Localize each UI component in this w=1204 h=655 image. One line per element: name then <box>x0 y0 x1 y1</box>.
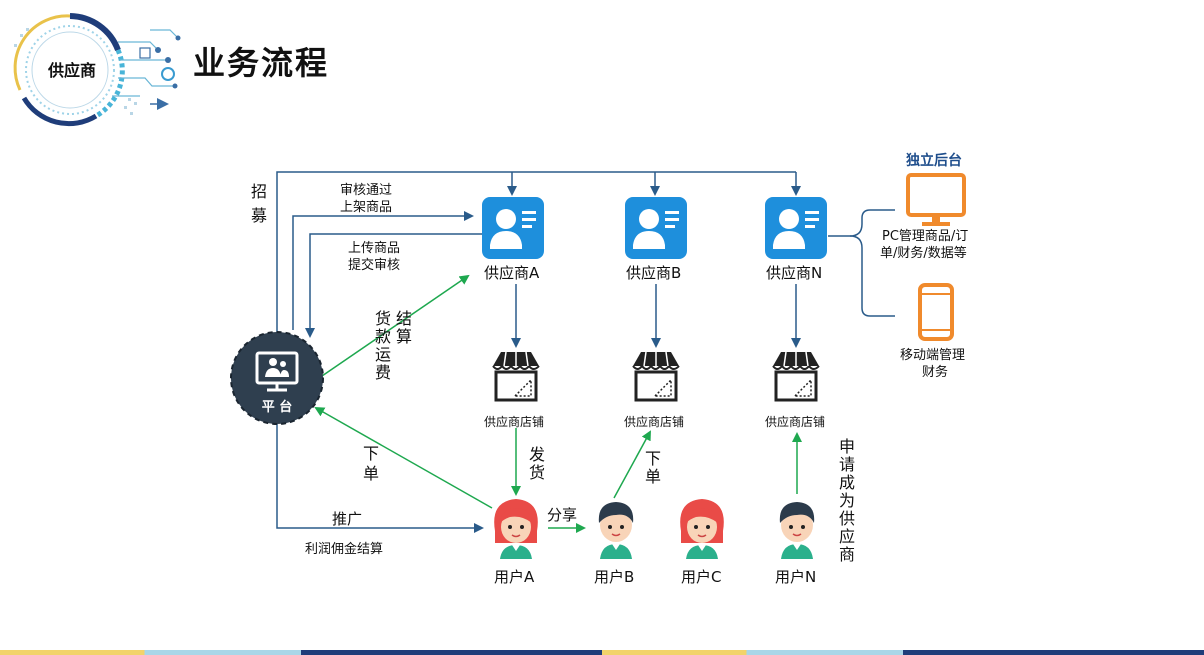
user-a-label: 用户A <box>494 568 535 586</box>
upload-label-line1: 上传商品 <box>348 241 401 256</box>
header-badge-label: 供应商 <box>47 61 96 80</box>
monitor-user-icon <box>255 351 299 392</box>
promote-label: 推广 <box>332 510 363 528</box>
upload-connector <box>305 233 482 338</box>
supplier-store-connectors <box>511 284 801 348</box>
review-label-line2: 上架商品 <box>340 200 393 215</box>
mobile-phone-icon <box>918 283 954 341</box>
order-arrow <box>314 407 493 509</box>
user-b-order-label: 下单 <box>644 449 661 486</box>
pc-monitor-icon <box>906 173 966 226</box>
bottom-decor-bar <box>0 650 1204 655</box>
user-c-label: 用户C <box>681 568 722 586</box>
share-label: 分享 <box>547 506 578 524</box>
commission-label: 利润佣金结算 <box>305 542 384 557</box>
supplier-a-label: 供应商A <box>484 264 540 282</box>
ship-label: 发货 <box>528 445 545 482</box>
supplier-a-icon <box>482 197 544 259</box>
store-n-icon <box>771 350 821 402</box>
recruit-connector <box>276 171 801 338</box>
settlement-arrow <box>321 274 470 377</box>
mobile-desc-line2: 财务 <box>922 365 949 380</box>
order-left-label: 下单 <box>362 444 379 483</box>
review-label-line1: 审核通过 <box>340 183 393 198</box>
store-a-icon <box>491 350 541 402</box>
promote-connector <box>276 424 484 533</box>
backend-title: 独立后台 <box>906 153 962 169</box>
platform-label: 平 台 <box>261 400 293 415</box>
upload-label-line2: 提交审核 <box>348 258 401 273</box>
user-b-avatar <box>598 501 634 560</box>
user-b-label: 用户B <box>594 568 635 586</box>
header-badge-graphic <box>13 13 181 127</box>
user-c-avatar <box>679 498 725 560</box>
supplier-b-icon <box>625 197 687 259</box>
user-n-label: 用户N <box>775 568 817 586</box>
store-n-label: 供应商店铺 <box>765 415 826 429</box>
pc-desc-line2: 单/财务/数据等 <box>880 246 967 261</box>
user-a-avatar <box>493 498 539 560</box>
backend-bracket <box>828 209 895 317</box>
pc-desc-line1: PC管理商品/订 <box>882 229 969 244</box>
supplier-n-icon <box>765 197 827 259</box>
settle-label-col1: 货款运费 <box>374 309 391 382</box>
platform-node <box>230 331 324 425</box>
recruit-label: 招募 <box>250 182 267 225</box>
supplier-b-label: 供应商B <box>626 264 682 282</box>
mobile-desc-line1: 移动端管理 <box>900 348 966 363</box>
store-b-label: 供应商店铺 <box>624 415 685 429</box>
user-n-avatar <box>779 501 815 560</box>
store-a-label: 供应商店铺 <box>484 415 545 429</box>
settle-label-col2: 结算 <box>395 309 412 346</box>
review-connector <box>292 211 474 330</box>
store-b-icon <box>631 350 681 402</box>
user-b-order-arrow <box>613 430 651 499</box>
supplier-n-label: 供应商N <box>766 264 823 282</box>
apply-label: 申请成为供应商 <box>838 437 855 564</box>
